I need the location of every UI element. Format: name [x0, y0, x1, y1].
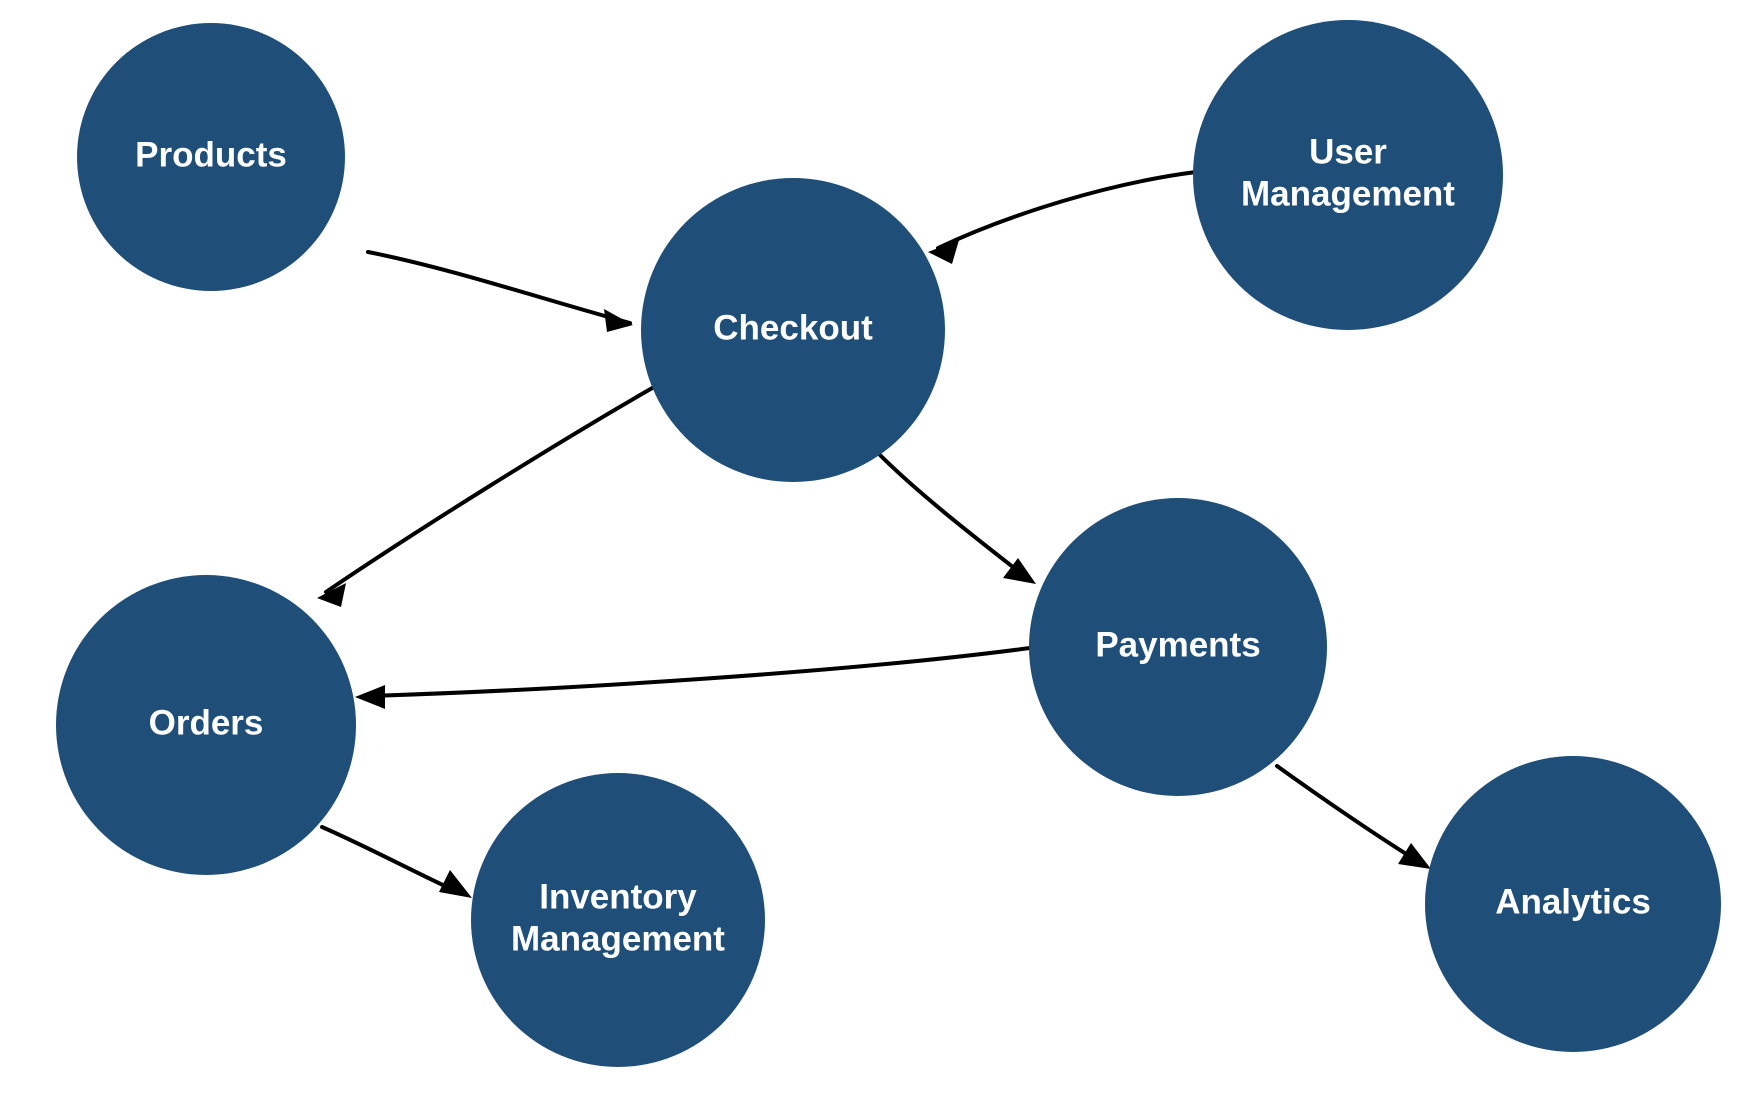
arrowhead-icon [355, 685, 385, 709]
edge-line [320, 825, 462, 895]
node-shape[interactable] [471, 773, 765, 1067]
edge-checkout-to-payments [878, 453, 1036, 584]
node-orders[interactable]: Orders [56, 575, 356, 875]
node-shape[interactable] [77, 23, 345, 291]
node-checkout[interactable]: Checkout [641, 178, 945, 482]
arrowhead-icon [317, 583, 346, 607]
edges-layer [317, 170, 1431, 898]
edge-orders-to-inventory-management [320, 825, 472, 898]
edge-payments-to-orders [355, 646, 1032, 709]
node-shape[interactable] [56, 575, 356, 875]
arrowhead-icon [928, 240, 959, 264]
arrowhead-icon [1398, 843, 1431, 869]
edge-line [366, 646, 1032, 698]
node-analytics[interactable]: Analytics [1425, 756, 1721, 1052]
node-products[interactable]: Products [77, 23, 345, 291]
edge-payments-to-analytics [1275, 764, 1431, 869]
node-payments[interactable]: Payments [1029, 498, 1327, 796]
node-shape[interactable] [1029, 498, 1327, 796]
node-shape[interactable] [641, 178, 945, 482]
arrowhead-icon [1003, 558, 1036, 584]
edge-products-to-checkout [366, 250, 633, 332]
edge-line [936, 170, 1198, 250]
node-shape[interactable] [1425, 756, 1721, 1052]
edge-checkout-to-orders [317, 385, 656, 607]
edge-line [878, 453, 1029, 580]
arrowhead-icon [604, 309, 633, 332]
arrowhead-icon [439, 870, 472, 898]
edge-user-management-to-checkout [928, 170, 1198, 264]
node-shape[interactable] [1193, 20, 1503, 330]
edge-line [366, 250, 632, 325]
edge-line [324, 385, 656, 594]
edge-line [1275, 764, 1421, 864]
